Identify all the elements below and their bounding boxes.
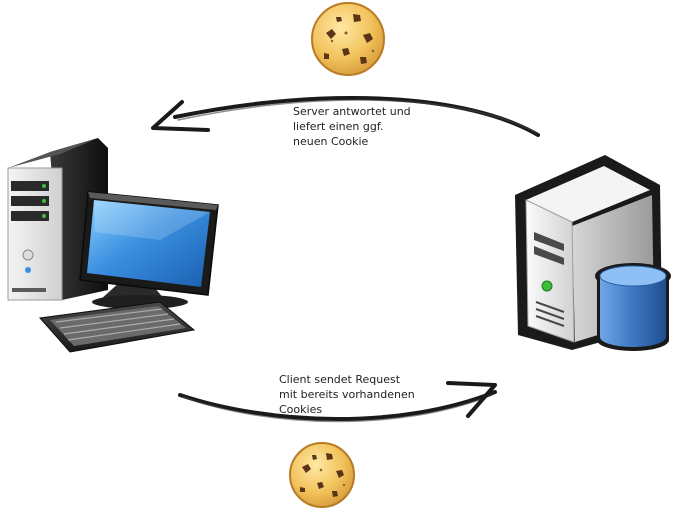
caption-line: Cookies bbox=[279, 403, 323, 416]
cookie-icon bbox=[311, 2, 385, 76]
caption-line: neuen Cookie bbox=[293, 135, 369, 148]
desktop-computer-icon bbox=[7, 138, 219, 353]
database-icon bbox=[595, 263, 671, 351]
caption-line: Server antwortet und bbox=[293, 105, 411, 118]
arrow-server-to-client bbox=[151, 95, 540, 137]
caption-client-request: Client sendet Request mit bereits vorhan… bbox=[279, 372, 415, 417]
caption-line: liefert einen ggf. bbox=[293, 120, 384, 133]
arrow-client-to-server bbox=[178, 381, 497, 423]
caption-line: mit bereits vorhandenen bbox=[279, 388, 415, 401]
caption-server-response: Server antwortet und liefert einen ggf. … bbox=[293, 104, 411, 149]
caption-line: Client sendet Request bbox=[279, 373, 401, 386]
cookie-icon bbox=[289, 442, 355, 508]
